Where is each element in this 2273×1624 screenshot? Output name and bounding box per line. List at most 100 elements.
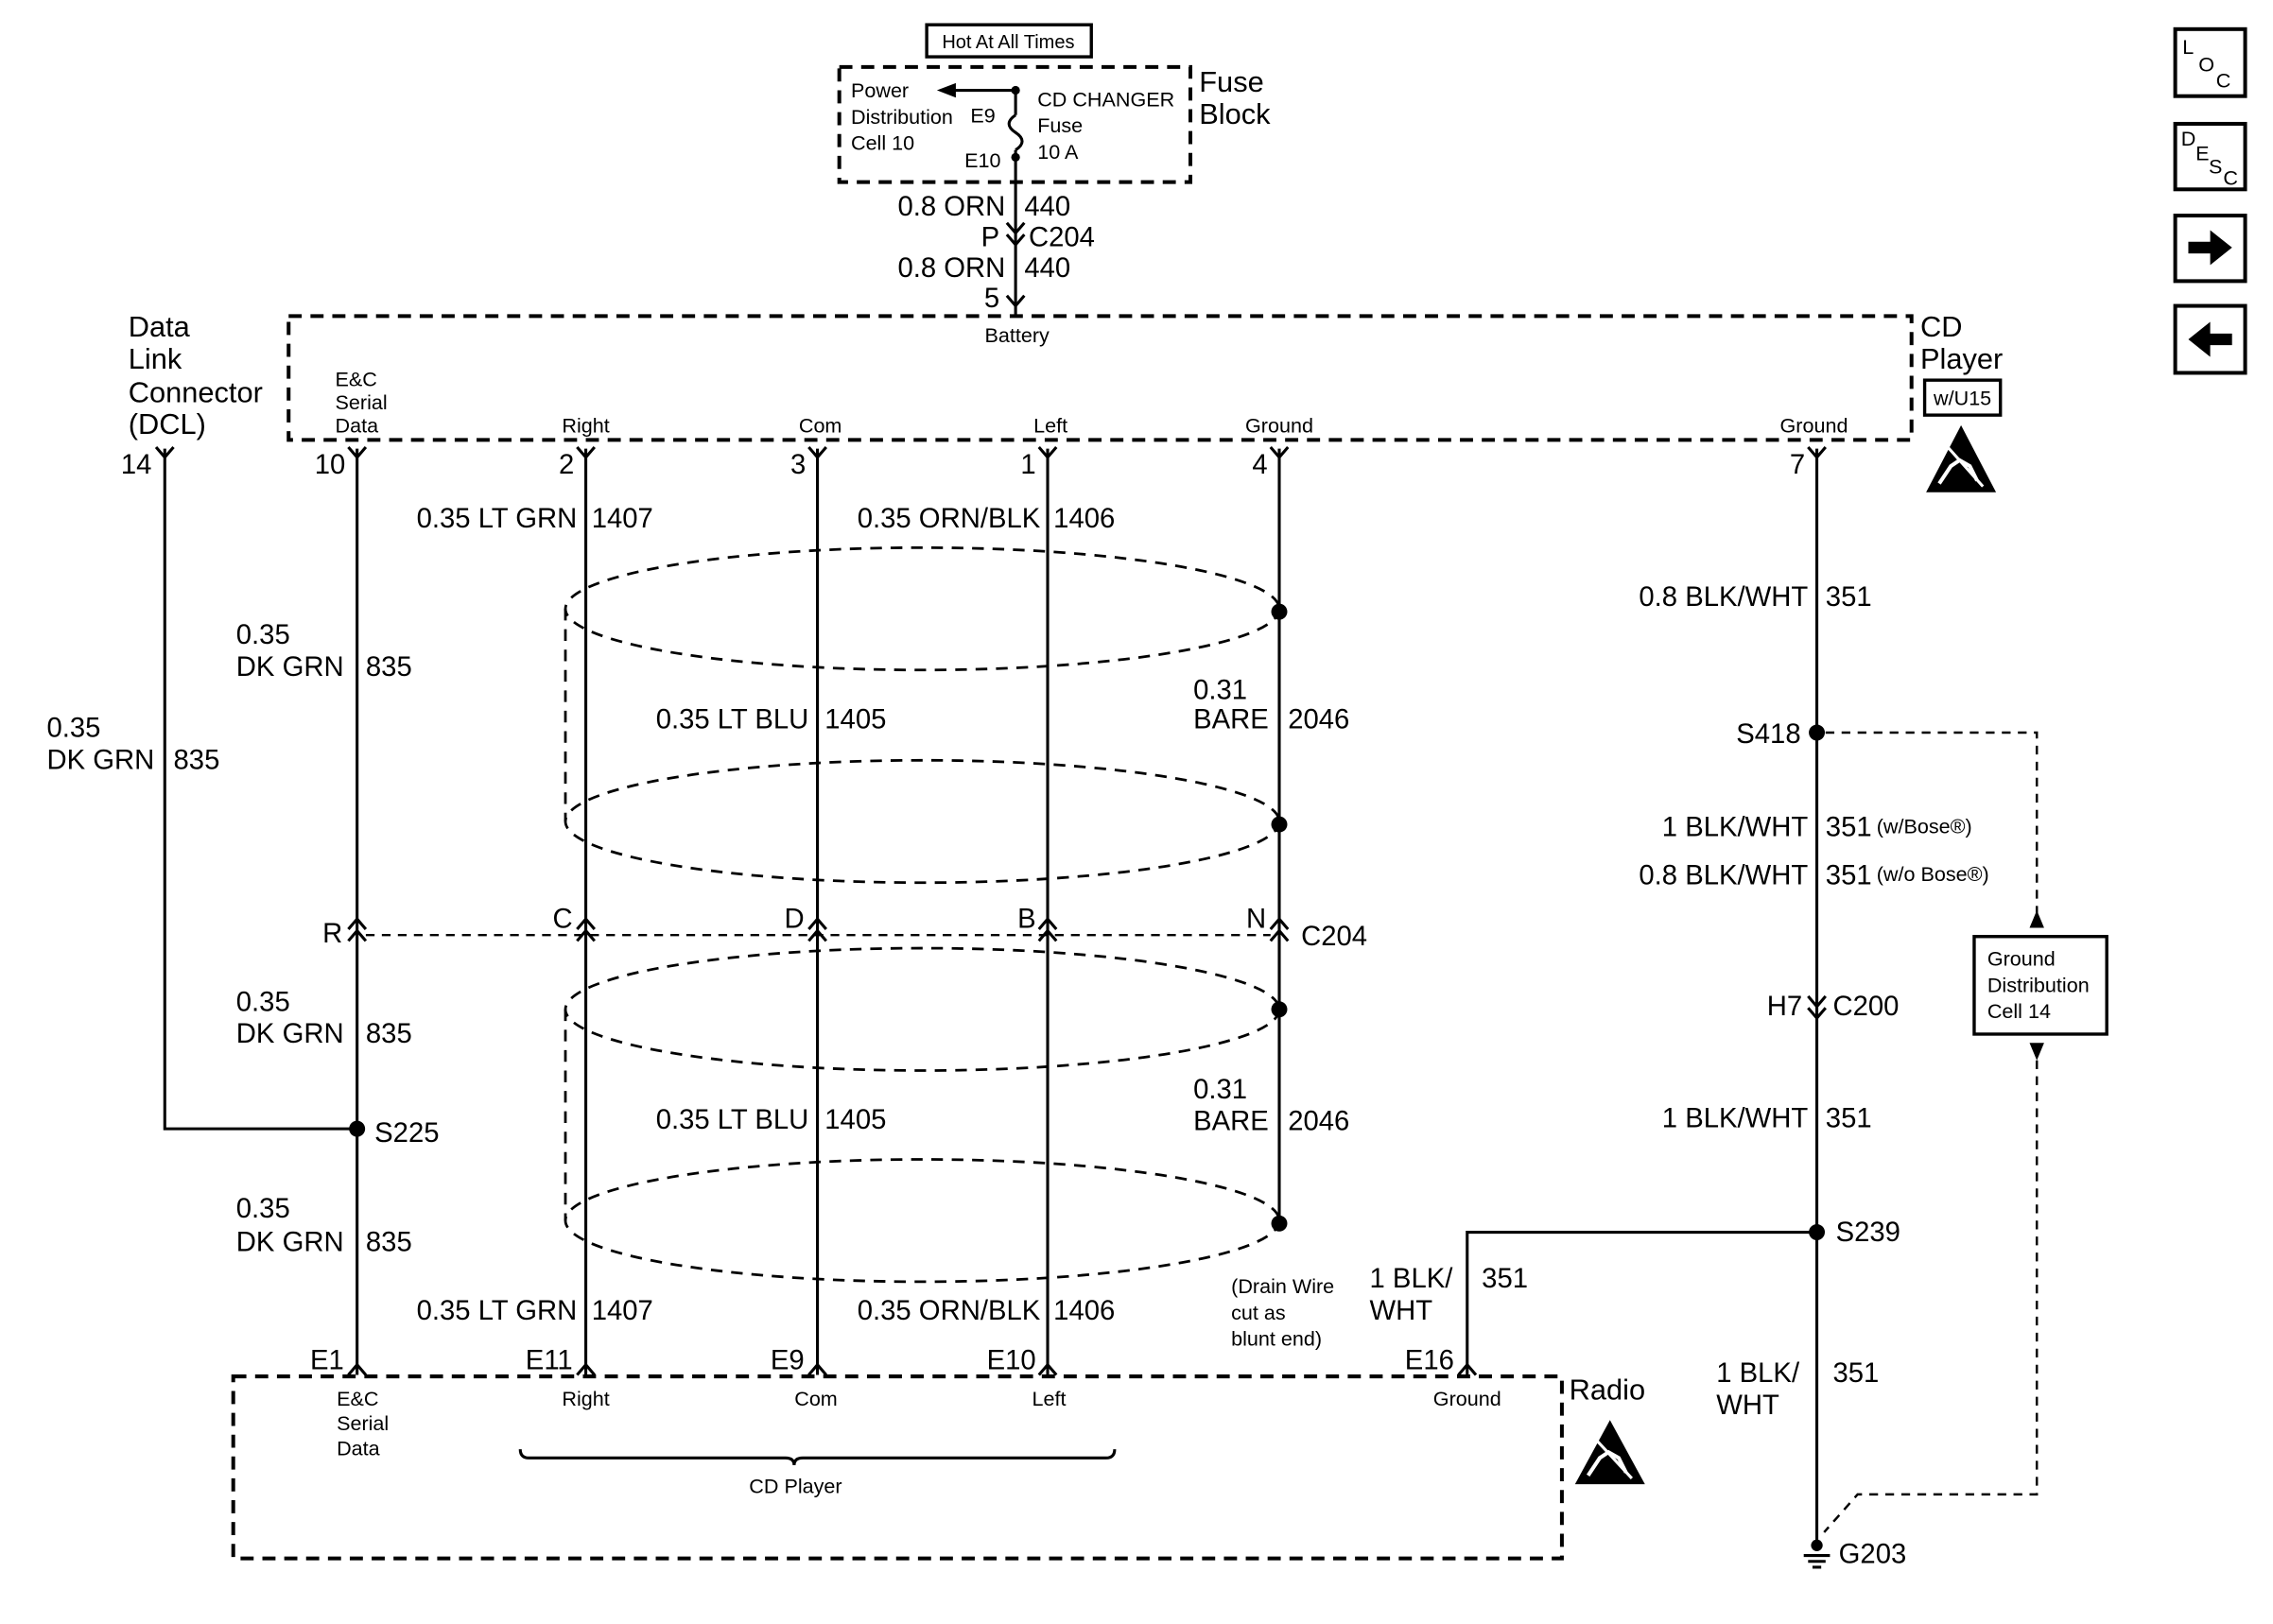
cd-player-pin-3: 3 xyxy=(790,450,806,480)
c200-name: C200 xyxy=(1833,992,1900,1022)
desc-button-letter: D xyxy=(2181,127,2196,150)
radio-pin-terminals xyxy=(347,1362,1478,1376)
cd-player-right-label: Right xyxy=(562,414,609,438)
c204-connector-symbol xyxy=(1005,221,1026,248)
wire-440-lower-label: 0.8 ORN xyxy=(897,253,1005,284)
wire-351-radio-label: WHT xyxy=(1370,1296,1433,1326)
radio-title: Radio xyxy=(1570,1373,1645,1407)
wire-351-no-bose-label: 0.8 BLK/WHT xyxy=(1639,860,1808,890)
power-distribution-ref: Power xyxy=(851,78,909,102)
desc-button-letter: C xyxy=(2223,166,2238,190)
next-button-frame[interactable] xyxy=(2173,214,2247,284)
arrow-left-icon xyxy=(2188,321,2232,357)
wire-440-upper-circuit: 440 xyxy=(1024,192,1070,222)
ground-distribution-link-upper xyxy=(1825,731,2039,926)
desc-button-letter: E xyxy=(2195,141,2209,164)
shield-drain-dot xyxy=(1271,603,1288,620)
wire-1407-lower-circuit: 1407 xyxy=(592,1296,653,1326)
cd-player-pin-10: 10 xyxy=(315,450,346,480)
serial-data-circuit: 0.35 DK GRN 835 0.35 DK GRN 835 0.35 DK … xyxy=(236,448,440,1375)
wire-1405-lower-label: 0.35 LT BLU xyxy=(656,1105,809,1135)
wire-351-ground-label: 1 BLK/ xyxy=(1716,1358,1800,1389)
c204-pin-r: R xyxy=(322,919,342,949)
wire-1405-upper-label: 0.35 LT BLU xyxy=(656,704,809,734)
wire-351-upper-circuit: 351 xyxy=(1826,582,1872,613)
splice-s225-label: S225 xyxy=(374,1118,439,1149)
radio-serial-label: Serial xyxy=(337,1411,389,1435)
esd-warning-slash xyxy=(1945,444,1985,488)
wire-835-middle-circuit: 835 xyxy=(366,1019,412,1049)
loc-button-frame[interactable] xyxy=(2173,26,2247,98)
desc-button-frame[interactable] xyxy=(2173,121,2247,192)
cd-player-com-label: Com xyxy=(799,414,842,438)
wire-835-middle-color: DK GRN xyxy=(236,1019,344,1049)
esd-warning-slash xyxy=(1594,1438,1634,1479)
radio-pin-e16: E16 xyxy=(1405,1345,1454,1375)
wire-351-upper-label: 0.8 BLK/WHT xyxy=(1639,582,1808,613)
ground-distribution-ref: Ground xyxy=(1987,947,2056,971)
loc-button-letter: L xyxy=(2182,35,2194,59)
radio-pin-e10: E10 xyxy=(987,1345,1036,1375)
cd-player-option: w/U15 xyxy=(1933,386,1991,409)
fuse-rating: 10 A xyxy=(1037,140,1079,164)
fuse-name: Fuse xyxy=(1037,113,1083,137)
ground-icon xyxy=(1803,1539,1831,1569)
wire-351-radio-circuit: 351 xyxy=(1482,1264,1528,1294)
wire-1406-lower-label: 0.35 ORN/BLK xyxy=(858,1296,1041,1326)
wire-2046-lower-circuit: 2046 xyxy=(1288,1107,1349,1137)
c200-pin-h7: H7 xyxy=(1767,992,1802,1022)
cd-player-title: Player xyxy=(1920,342,2003,375)
wire-2046-lower-color: BARE xyxy=(1193,1107,1269,1137)
radio-outline xyxy=(231,1374,1564,1561)
arrow-right-icon xyxy=(2188,230,2232,266)
c204-connector: R C D B N C204 xyxy=(322,904,1367,951)
wire-835-upper-size: 0.35 xyxy=(236,620,290,650)
radio-pin-e9: E9 xyxy=(771,1345,805,1375)
cd-player-serial-label: Serial xyxy=(336,390,388,414)
hot-at-all-times-box xyxy=(925,23,1093,59)
radio-pin-e1: E1 xyxy=(310,1345,344,1375)
splice-s225 xyxy=(349,1120,366,1137)
splice-s418-label: S418 xyxy=(1736,719,1800,750)
radio-com-label: Com xyxy=(794,1387,838,1410)
desc-button[interactable]: D E S C xyxy=(2173,121,2247,192)
cd-player-left-label: Left xyxy=(1033,414,1067,438)
cd-player-outline xyxy=(286,314,1914,442)
wire-835-middle-size: 0.35 xyxy=(236,987,290,1017)
radio-pin-e11: E11 xyxy=(526,1345,573,1375)
wire-351-mid-circuit: 351 xyxy=(1826,1104,1872,1134)
cd-player-pin-5: 5 xyxy=(984,284,999,314)
power-distribution-ref: Distribution xyxy=(851,105,953,129)
wire-835-dlc-size: 0.35 xyxy=(46,714,100,744)
cd-player-group-label: CD Player xyxy=(749,1474,842,1497)
ground-distribution-arrow-up xyxy=(2029,910,2044,928)
drain-wire-note: cut as xyxy=(1231,1301,1286,1324)
dlc-title: (DCL) xyxy=(129,407,206,441)
previous-button[interactable] xyxy=(2173,303,2247,375)
radio-serial-label: E&C xyxy=(337,1387,378,1410)
drain-wire-note: (Drain Wire xyxy=(1231,1274,1334,1298)
wire-1405-upper-circuit: 1405 xyxy=(824,704,886,734)
wire-835-dlc-circuit: 835 xyxy=(174,746,220,776)
loc-button[interactable]: L O C xyxy=(2173,26,2247,98)
wire-351-bose-option: (w/Bose®) xyxy=(1877,814,1972,838)
cd-player-pin-2: 2 xyxy=(559,450,574,480)
wire-351-no-bose-circuit: 351 xyxy=(1826,860,1872,890)
power-feed-arrowhead xyxy=(936,82,956,98)
previous-button-frame[interactable] xyxy=(2173,303,2247,375)
wire-835-lower-color: DK GRN xyxy=(236,1228,344,1258)
c204-pin-d: D xyxy=(785,904,805,934)
wire-1406-lower-circuit: 1406 xyxy=(1053,1296,1115,1326)
cd-player-serial-label: E&C xyxy=(336,367,377,390)
c204-pin-c: C xyxy=(553,904,573,934)
ground-distribution-arrow-down xyxy=(2029,1043,2044,1061)
ground-distribution-box xyxy=(1972,935,2108,1036)
radio-right-label: Right xyxy=(562,1387,609,1410)
ground-g203-dot xyxy=(1811,1539,1823,1551)
hot-at-all-times-label: Hot At All Times xyxy=(942,32,1074,53)
next-button[interactable] xyxy=(2173,214,2247,284)
wire-1406-upper-circuit: 1406 xyxy=(1053,504,1115,534)
cd-player-ground-label: Ground xyxy=(1780,414,1848,438)
